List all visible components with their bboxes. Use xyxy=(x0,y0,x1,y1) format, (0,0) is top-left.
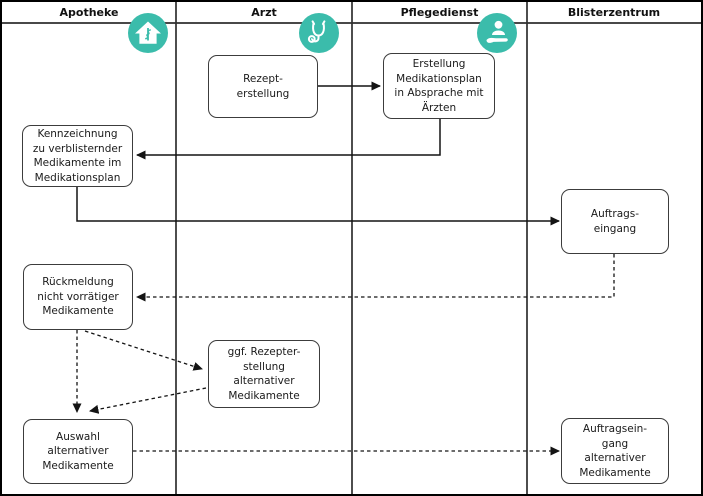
node-auswahl-alternativ: Auswahl alternativer Medikamente xyxy=(23,419,133,484)
lane-header-blisterzentrum: Blisterzentrum xyxy=(567,6,661,19)
connector-rueckmeldung-to-rezeptalternativ xyxy=(84,330,203,371)
node-auftragseingang: Auftrags- eingang xyxy=(561,189,669,254)
connector-rezeptalternativ-to-auswahl xyxy=(89,387,207,414)
connector-auftragseingang-to-rueckmeldung xyxy=(136,254,615,302)
caregiver-hand-icon xyxy=(477,13,517,53)
lane-header-pflegedienst: Pflegedienst xyxy=(400,6,479,19)
node-rezept-erstellung: Rezept- erstellung xyxy=(208,55,318,118)
connector-erstellung-to-kennzeichnung xyxy=(136,119,441,160)
node-kennzeichnung: Kennzeichnung zu verblisternder Medikame… xyxy=(22,125,133,187)
lane-header-apotheke: Apotheke xyxy=(59,6,119,19)
pharmacy-house-icon xyxy=(128,13,168,53)
stethoscope-icon xyxy=(299,13,339,53)
node-rueckmeldung: Rückmeldung nicht vorrätiger Medikamente xyxy=(23,264,133,330)
connector-kennzeichnung-to-auftragseingang xyxy=(76,187,560,226)
node-auftragseingang-alternativ: Auftragsein- gang alternativer Medikamen… xyxy=(561,418,669,484)
node-rezepterstellung-alternativ: ggf. Rezepter- stellung alternativer Med… xyxy=(208,340,320,408)
lane-header-arzt: Arzt xyxy=(251,6,277,19)
node-erstellung-medikationsplan: Erstellung Medikationsplan in Absprache … xyxy=(383,53,495,119)
